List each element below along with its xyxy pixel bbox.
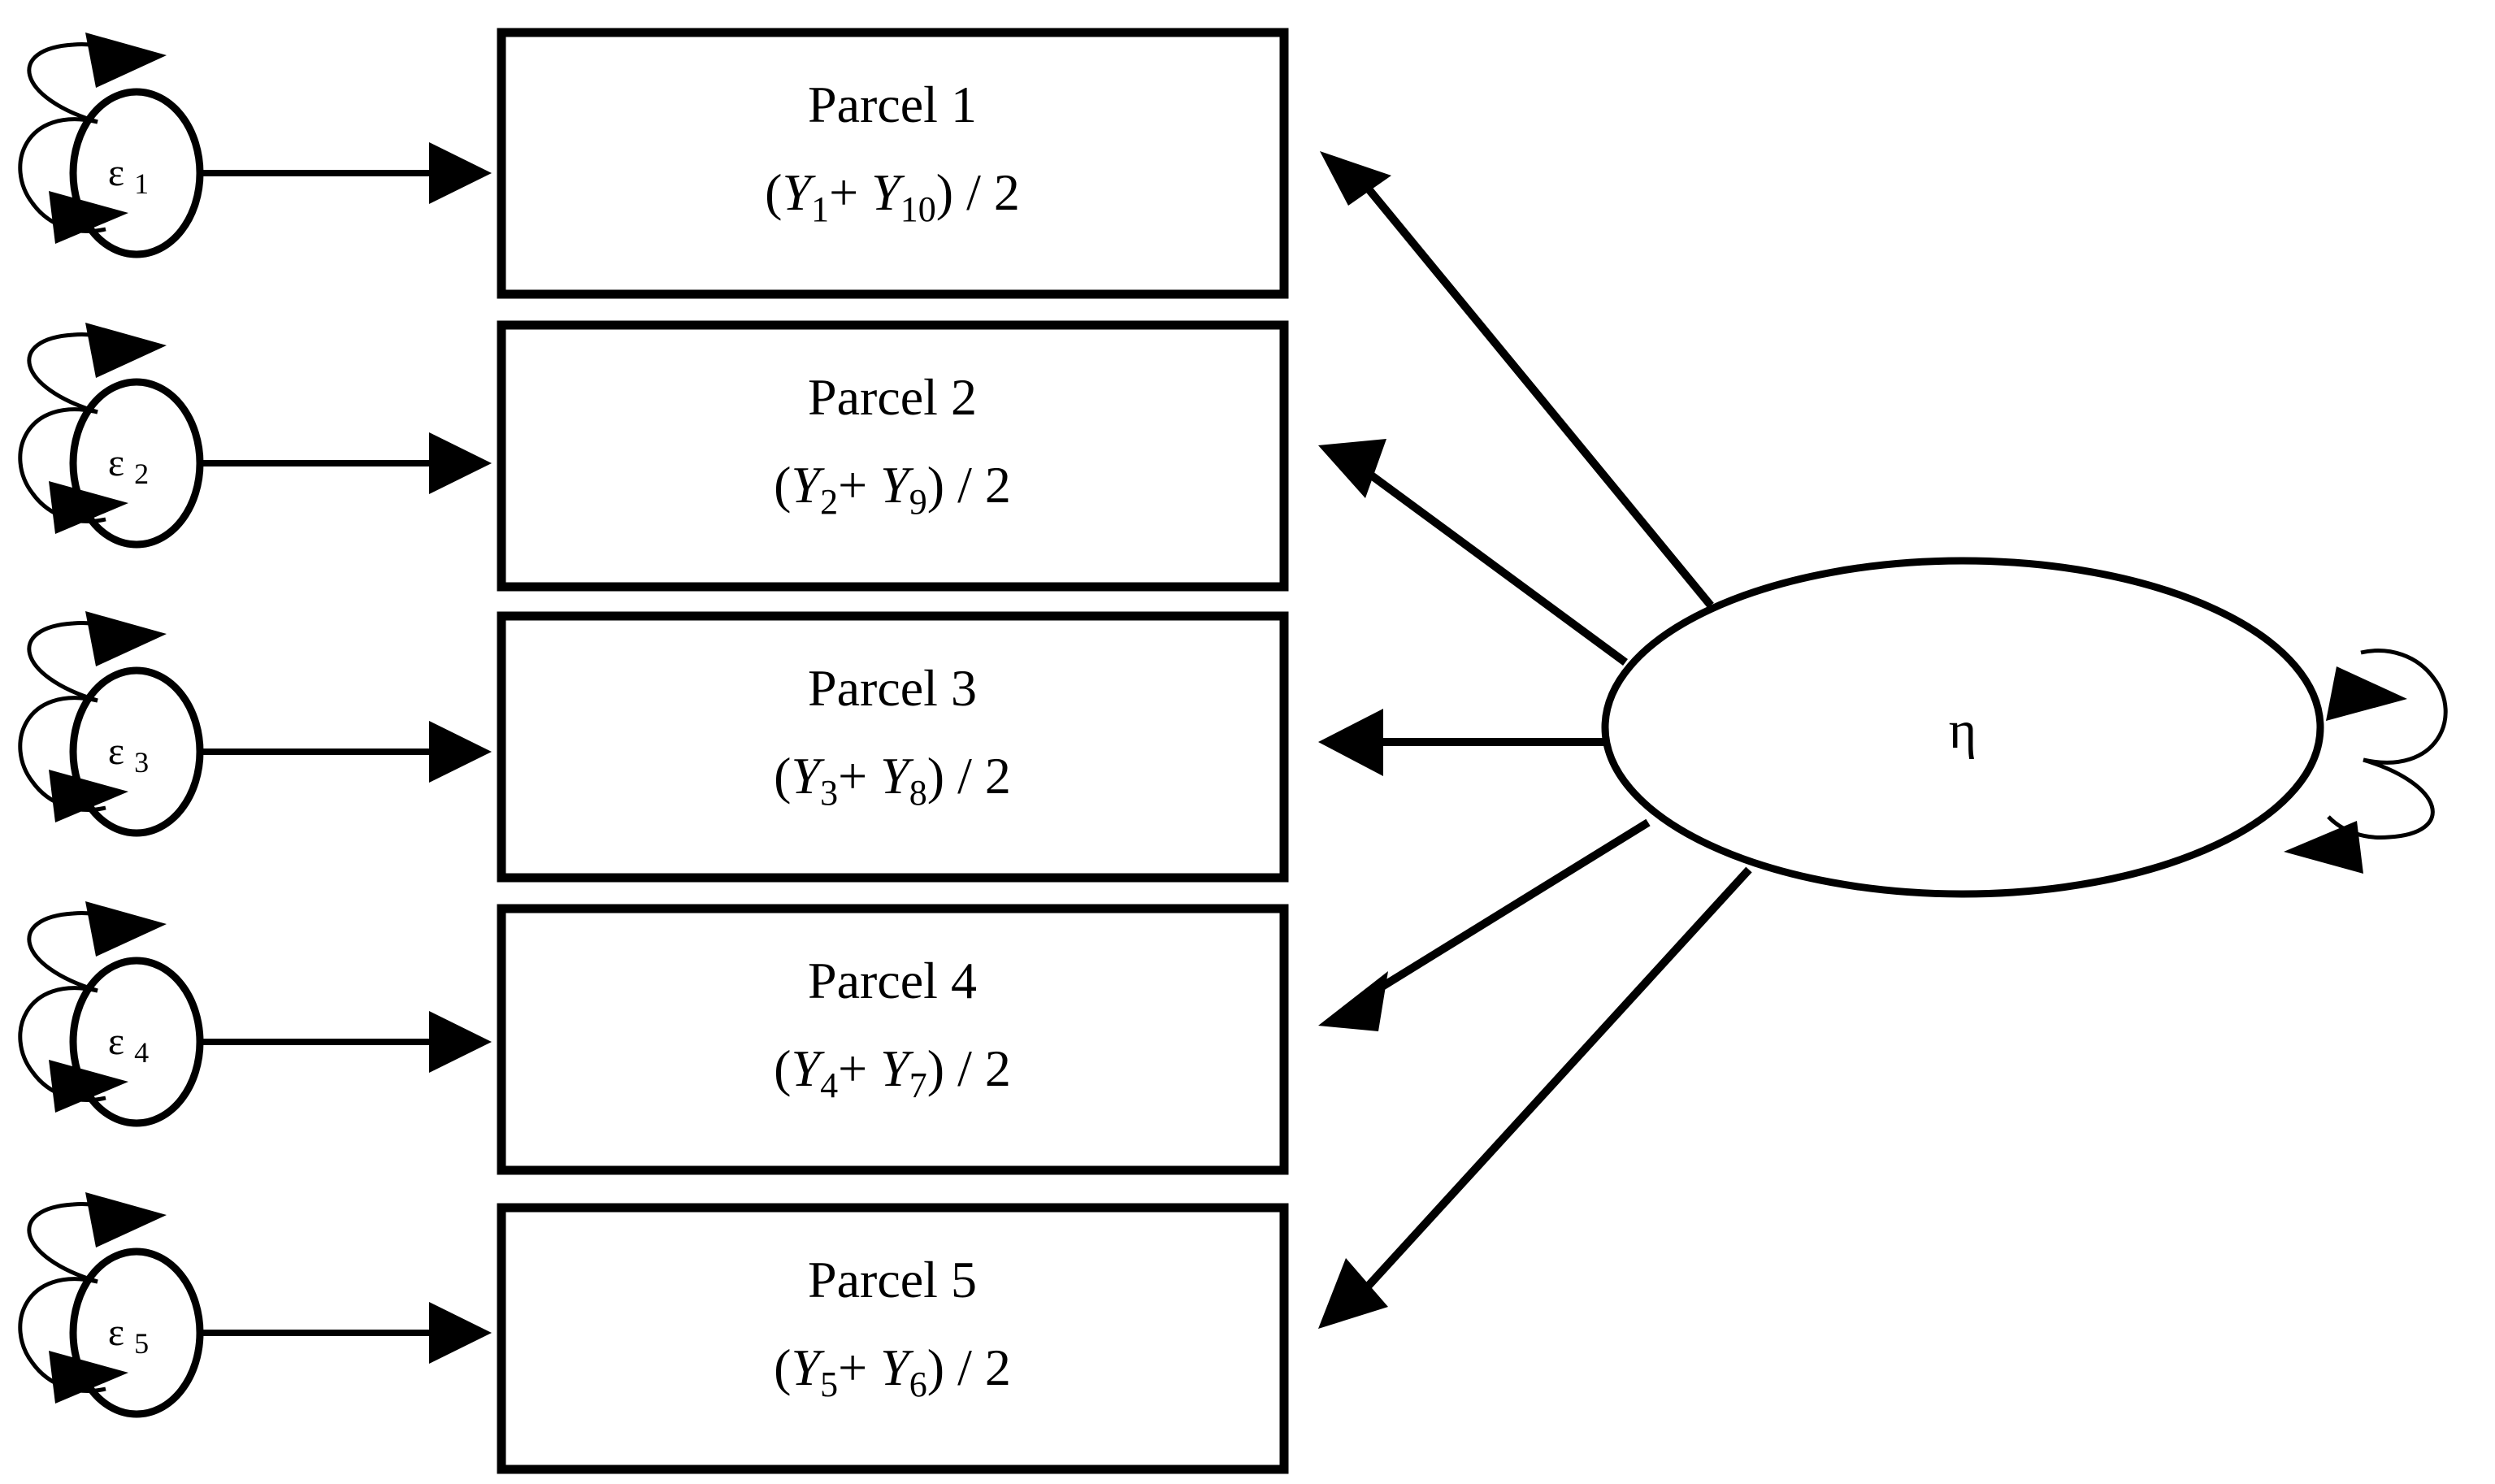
loading-path-arrowhead-1: [1320, 151, 1391, 206]
parcel-box-5[interactable]: [497, 1203, 1289, 1474]
parcel-formula-1: (Y1+ Y10) / 2: [765, 163, 1020, 229]
error-loop-arrowhead-bottom-3: [49, 770, 128, 822]
error-self-loop-upper-2: [27, 332, 136, 414]
latent-factor-eta[interactable]: η: [1601, 557, 2448, 898]
error-label-5: ε 5: [108, 1311, 149, 1360]
latent-ellipse-eta[interactable]: [1601, 557, 2324, 898]
loading-path-arrowhead-5: [1318, 1258, 1388, 1329]
error-label-2: ε 2: [108, 441, 149, 490]
loading-path-arrowhead-2: [1318, 439, 1386, 498]
latent-self-loop-upper: [2327, 757, 2435, 840]
error-self-loop-upper-1: [27, 41, 136, 124]
parcel-title-3: Parcel 3: [808, 659, 977, 717]
parcel-labels-group: Parcel 1 (Y1+ Y10) / 2 Parcel 2 (Y2+ Y9)…: [765, 76, 1020, 1404]
error-node-5[interactable]: ε 5: [18, 1192, 492, 1418]
error-to-parcel-arrowhead-3: [429, 721, 492, 783]
parcel-box-4[interactable]: [497, 904, 1289, 1175]
error-loop-arrowhead-bottom-2: [49, 481, 128, 534]
parcel-formula-5: (Y5+ Y6) / 2: [774, 1339, 1011, 1404]
loading-paths-group: [1318, 151, 1752, 1329]
error-to-parcel-arrowhead-1: [429, 142, 492, 204]
latent-loop-arrowhead-bottom: [2284, 821, 2363, 874]
error-loop-arrowhead-bottom-5: [49, 1351, 128, 1404]
parcel-boxes-group: [497, 28, 1289, 1474]
loading-path-line-1: [1356, 174, 1714, 609]
error-node-3[interactable]: ε 3: [18, 611, 492, 837]
error-to-parcel-arrowhead-5: [429, 1302, 492, 1364]
error-node-2[interactable]: ε 2: [18, 323, 492, 549]
error-node-4[interactable]: ε 4: [18, 901, 492, 1127]
error-loop-arrowhead-bottom-4: [49, 1060, 128, 1113]
error-self-loop-upper-4: [27, 910, 136, 993]
error-label-3: ε 3: [108, 730, 149, 779]
error-self-loop-upper-3: [27, 620, 136, 703]
loading-path-arrowhead-4: [1318, 971, 1388, 1031]
parcel-box-2[interactable]: [497, 320, 1289, 592]
error-self-loop-upper-5: [27, 1201, 136, 1284]
loading-path-line-5: [1356, 866, 1752, 1300]
error-to-parcel-arrowhead-4: [429, 1011, 492, 1073]
parcel-formula-2: (Y2+ Y9) / 2: [774, 456, 1011, 522]
latent-loop-arrowhead-top: [2326, 666, 2407, 721]
error-node-1[interactable]: ε 1: [18, 33, 492, 258]
error-label-1: ε 1: [108, 151, 149, 200]
error-to-parcel-arrowhead-2: [429, 432, 492, 494]
loading-path-arrowhead-3: [1318, 709, 1383, 776]
parcel-formula-3: (Y3+ Y8) / 2: [774, 747, 1011, 813]
parcel-formula-4: (Y4+ Y7) / 2: [774, 1039, 1011, 1105]
error-loop-arrowhead-bottom-1: [49, 191, 128, 244]
parcel-title-4: Parcel 4: [808, 952, 977, 1009]
latent-self-loop-lower: [2360, 649, 2448, 765]
parcel-title-2: Parcel 2: [808, 368, 977, 426]
parcel-title-5: Parcel 5: [808, 1251, 977, 1308]
parcel-title-1: Parcel 1: [808, 76, 977, 133]
loading-path-line-2: [1361, 466, 1628, 666]
parcel-box-3[interactable]: [497, 611, 1289, 883]
loading-path-line-4: [1361, 818, 1651, 1002]
error-label-4: ε 4: [108, 1020, 149, 1069]
parcel-box-1[interactable]: [497, 28, 1289, 299]
latent-label-eta: η: [1949, 701, 1977, 760]
